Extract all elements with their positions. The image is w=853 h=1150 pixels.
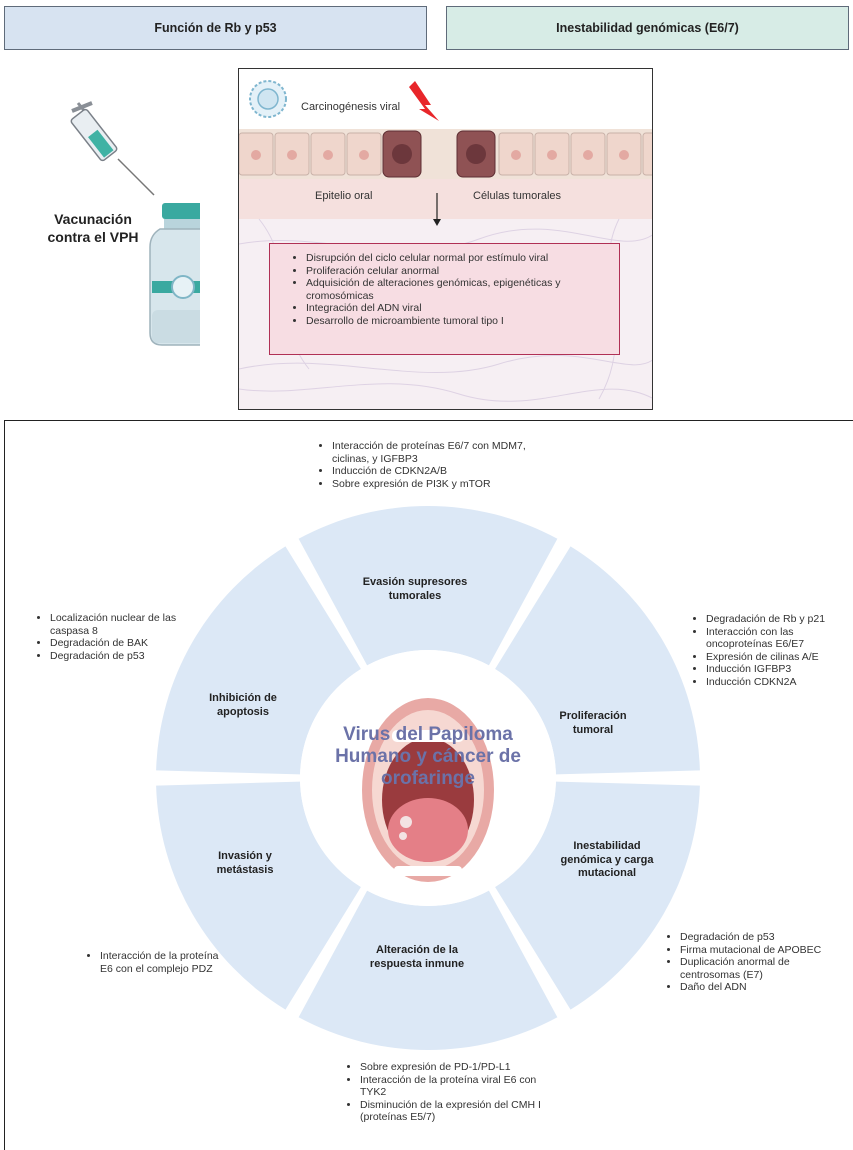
epithelial-cells (239, 130, 652, 178)
carcinogenesis-label: Carcinogénesis viral (301, 101, 401, 113)
effect-item: Adquisición de alteraciones genómicas, e… (306, 277, 619, 302)
effect-item: Desarrollo de microambiente tumoral tipo… (306, 315, 619, 328)
bullet-item: Interacción de la proteína E6 con el com… (100, 950, 234, 975)
bullets-evasion: Interacción de proteínas E6/7 con MDM7, … (316, 440, 546, 490)
bullets-genomic-instability: Degradación de p53 Firma mutacional de A… (664, 931, 834, 994)
wheel-segment-invasion (156, 781, 361, 1010)
wheel-segment-apoptosis (156, 546, 361, 775)
hallmarks-panel (4, 420, 853, 1150)
carcinogenesis-effects-box: Disrupción del ciclo celular normal por … (269, 243, 620, 355)
effect-item: Integración del ADN viral (306, 302, 619, 315)
bullet-item: Interacción de proteínas E6/7 con MDM7, … (332, 440, 546, 465)
bullet-item: Sobre expresión de PI3K y mTOR (332, 478, 546, 491)
bullet-item: Degradación de Rb y p21 (706, 613, 850, 626)
bullets-immune: Sobre expresión de PD-1/PD-L1 Interacció… (344, 1061, 544, 1124)
bullet-item: Degradación de p53 (680, 931, 834, 944)
bullet-item: Interacción con las oncoproteínas E6/E7 (706, 626, 850, 651)
wheel-segments (156, 506, 700, 1051)
wheel-segment-immune (298, 890, 558, 1051)
bullet-item: Expresión de cilinas A/E (706, 651, 850, 664)
segment-label-invasion: Invasión y metástasis (216, 850, 274, 876)
bullets-invasion: Interacción de la proteína E6 con el com… (84, 950, 234, 975)
vaccination-label: Vacunación contra el VPH (47, 211, 139, 245)
bullet-item: Sobre expresión de PD-1/PD-L1 (360, 1061, 544, 1074)
vaccine-illustration (70, 101, 200, 346)
wheel-segment-evasion (298, 506, 558, 666)
tumor-cells-label: Células tumorales (473, 190, 562, 202)
bullet-item: Firma mutacional de APOBEC (680, 944, 834, 957)
segment-label-apoptosis: Inhibición de apoptosis (209, 692, 277, 718)
effect-item: Proliferación celular anormal (306, 265, 619, 278)
segment-label-genomic-instability: Inestabilidad genómica y carga mutaciona… (560, 840, 654, 879)
header-right-label: Inestabilidad genómicas (E6/7) (556, 21, 739, 35)
lightning-icon (409, 81, 439, 121)
segment-label-evasion: Evasión supresores tumorales (362, 576, 468, 602)
syringe-icon (70, 101, 155, 196)
bullet-item: Inducción CDKN2A (706, 676, 850, 689)
bullets-apoptosis: Localización nuclear de las caspasa 8 De… (34, 612, 202, 662)
bullet-item: Degradación de BAK (50, 637, 202, 650)
effect-item: Disrupción del ciclo celular normal por … (306, 252, 619, 265)
header-genomic-instability: Inestabilidad genómicas (E6/7) (446, 6, 849, 50)
wheel-segment-genomic-instability (495, 781, 700, 1010)
bullet-item: Duplicación anormal de centrosomas (E7) (680, 956, 834, 981)
bullet-item: Disminución de la expresión del CMH I (p… (360, 1099, 544, 1124)
carcinogenesis-panel: Carcinogénesis viral Epitelio oral Célul… (238, 68, 653, 410)
bullet-item: Degradación de p53 (50, 650, 202, 663)
bullet-item: Daño del ADN (680, 981, 834, 994)
segment-label-proliferation: Proliferación tumoral (559, 710, 627, 736)
virus-icon (249, 80, 287, 118)
center-title: Virus del Papiloma Humano y cáncer de or… (335, 724, 521, 789)
header-left-label: Función de Rb y p53 (154, 21, 277, 35)
bullet-item: Inducción de CDKN2A/B (332, 465, 546, 478)
vial-icon (149, 203, 200, 346)
bullet-item: Inducción IGFBP3 (706, 663, 850, 676)
bullet-item: Localización nuclear de las caspasa 8 (50, 612, 202, 637)
segment-label-immune: Alteración de la respuesta inmune (369, 944, 465, 970)
bullets-proliferation: Degradación de Rb y p21 Interacción con … (690, 613, 850, 688)
epithelium-label: Epitelio oral (315, 190, 373, 202)
bullet-item: Interacción de la proteína viral E6 con … (360, 1074, 544, 1099)
header-rb-p53: Función de Rb y p53 (4, 6, 427, 50)
mouth-icon (362, 698, 494, 882)
wheel-segment-proliferation (495, 546, 700, 775)
